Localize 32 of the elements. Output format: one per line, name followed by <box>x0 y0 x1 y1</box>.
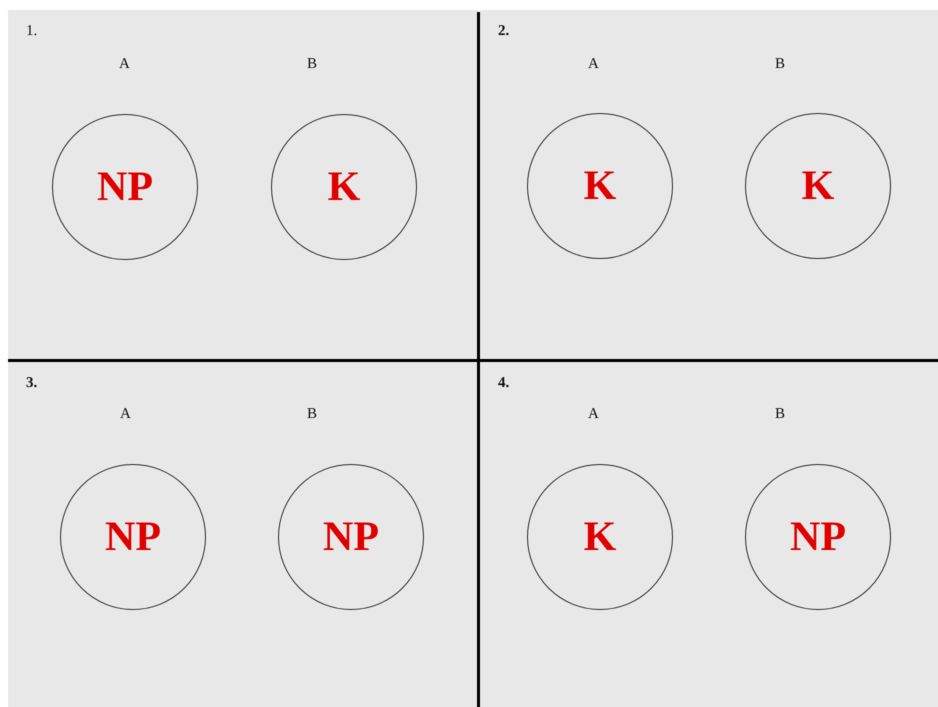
circle <box>527 113 673 259</box>
panel-number: 4. <box>498 376 510 391</box>
panel <box>8 362 478 707</box>
circle-letter: A <box>120 407 131 422</box>
circle-letter: A <box>588 57 599 72</box>
circle-label: NP <box>323 516 379 558</box>
circle <box>745 464 891 610</box>
circle <box>271 114 417 260</box>
circle <box>278 464 424 610</box>
circle-letter: B <box>307 407 318 422</box>
circle-label: K <box>584 516 616 558</box>
circle-letter: A <box>119 57 130 72</box>
panel <box>8 10 478 360</box>
circle <box>745 113 891 259</box>
panel-number: 2. <box>498 24 510 39</box>
circle <box>60 464 206 610</box>
circle-letter: A <box>588 407 599 422</box>
panel-number: 1. <box>26 24 38 39</box>
circle-label: K <box>584 165 616 207</box>
circle-label: NP <box>790 516 846 558</box>
circle-label: NP <box>105 516 161 558</box>
panel-number: 3. <box>26 376 38 391</box>
panel <box>480 362 938 707</box>
circle-letter: B <box>775 57 786 72</box>
circle-letter: B <box>775 407 786 422</box>
circle-label: K <box>802 165 834 207</box>
circle-letter: B <box>307 57 318 72</box>
panel <box>480 10 938 360</box>
circle-label: NP <box>97 166 153 208</box>
circle <box>527 464 673 610</box>
circle <box>52 114 198 260</box>
circle-label: K <box>328 166 360 208</box>
